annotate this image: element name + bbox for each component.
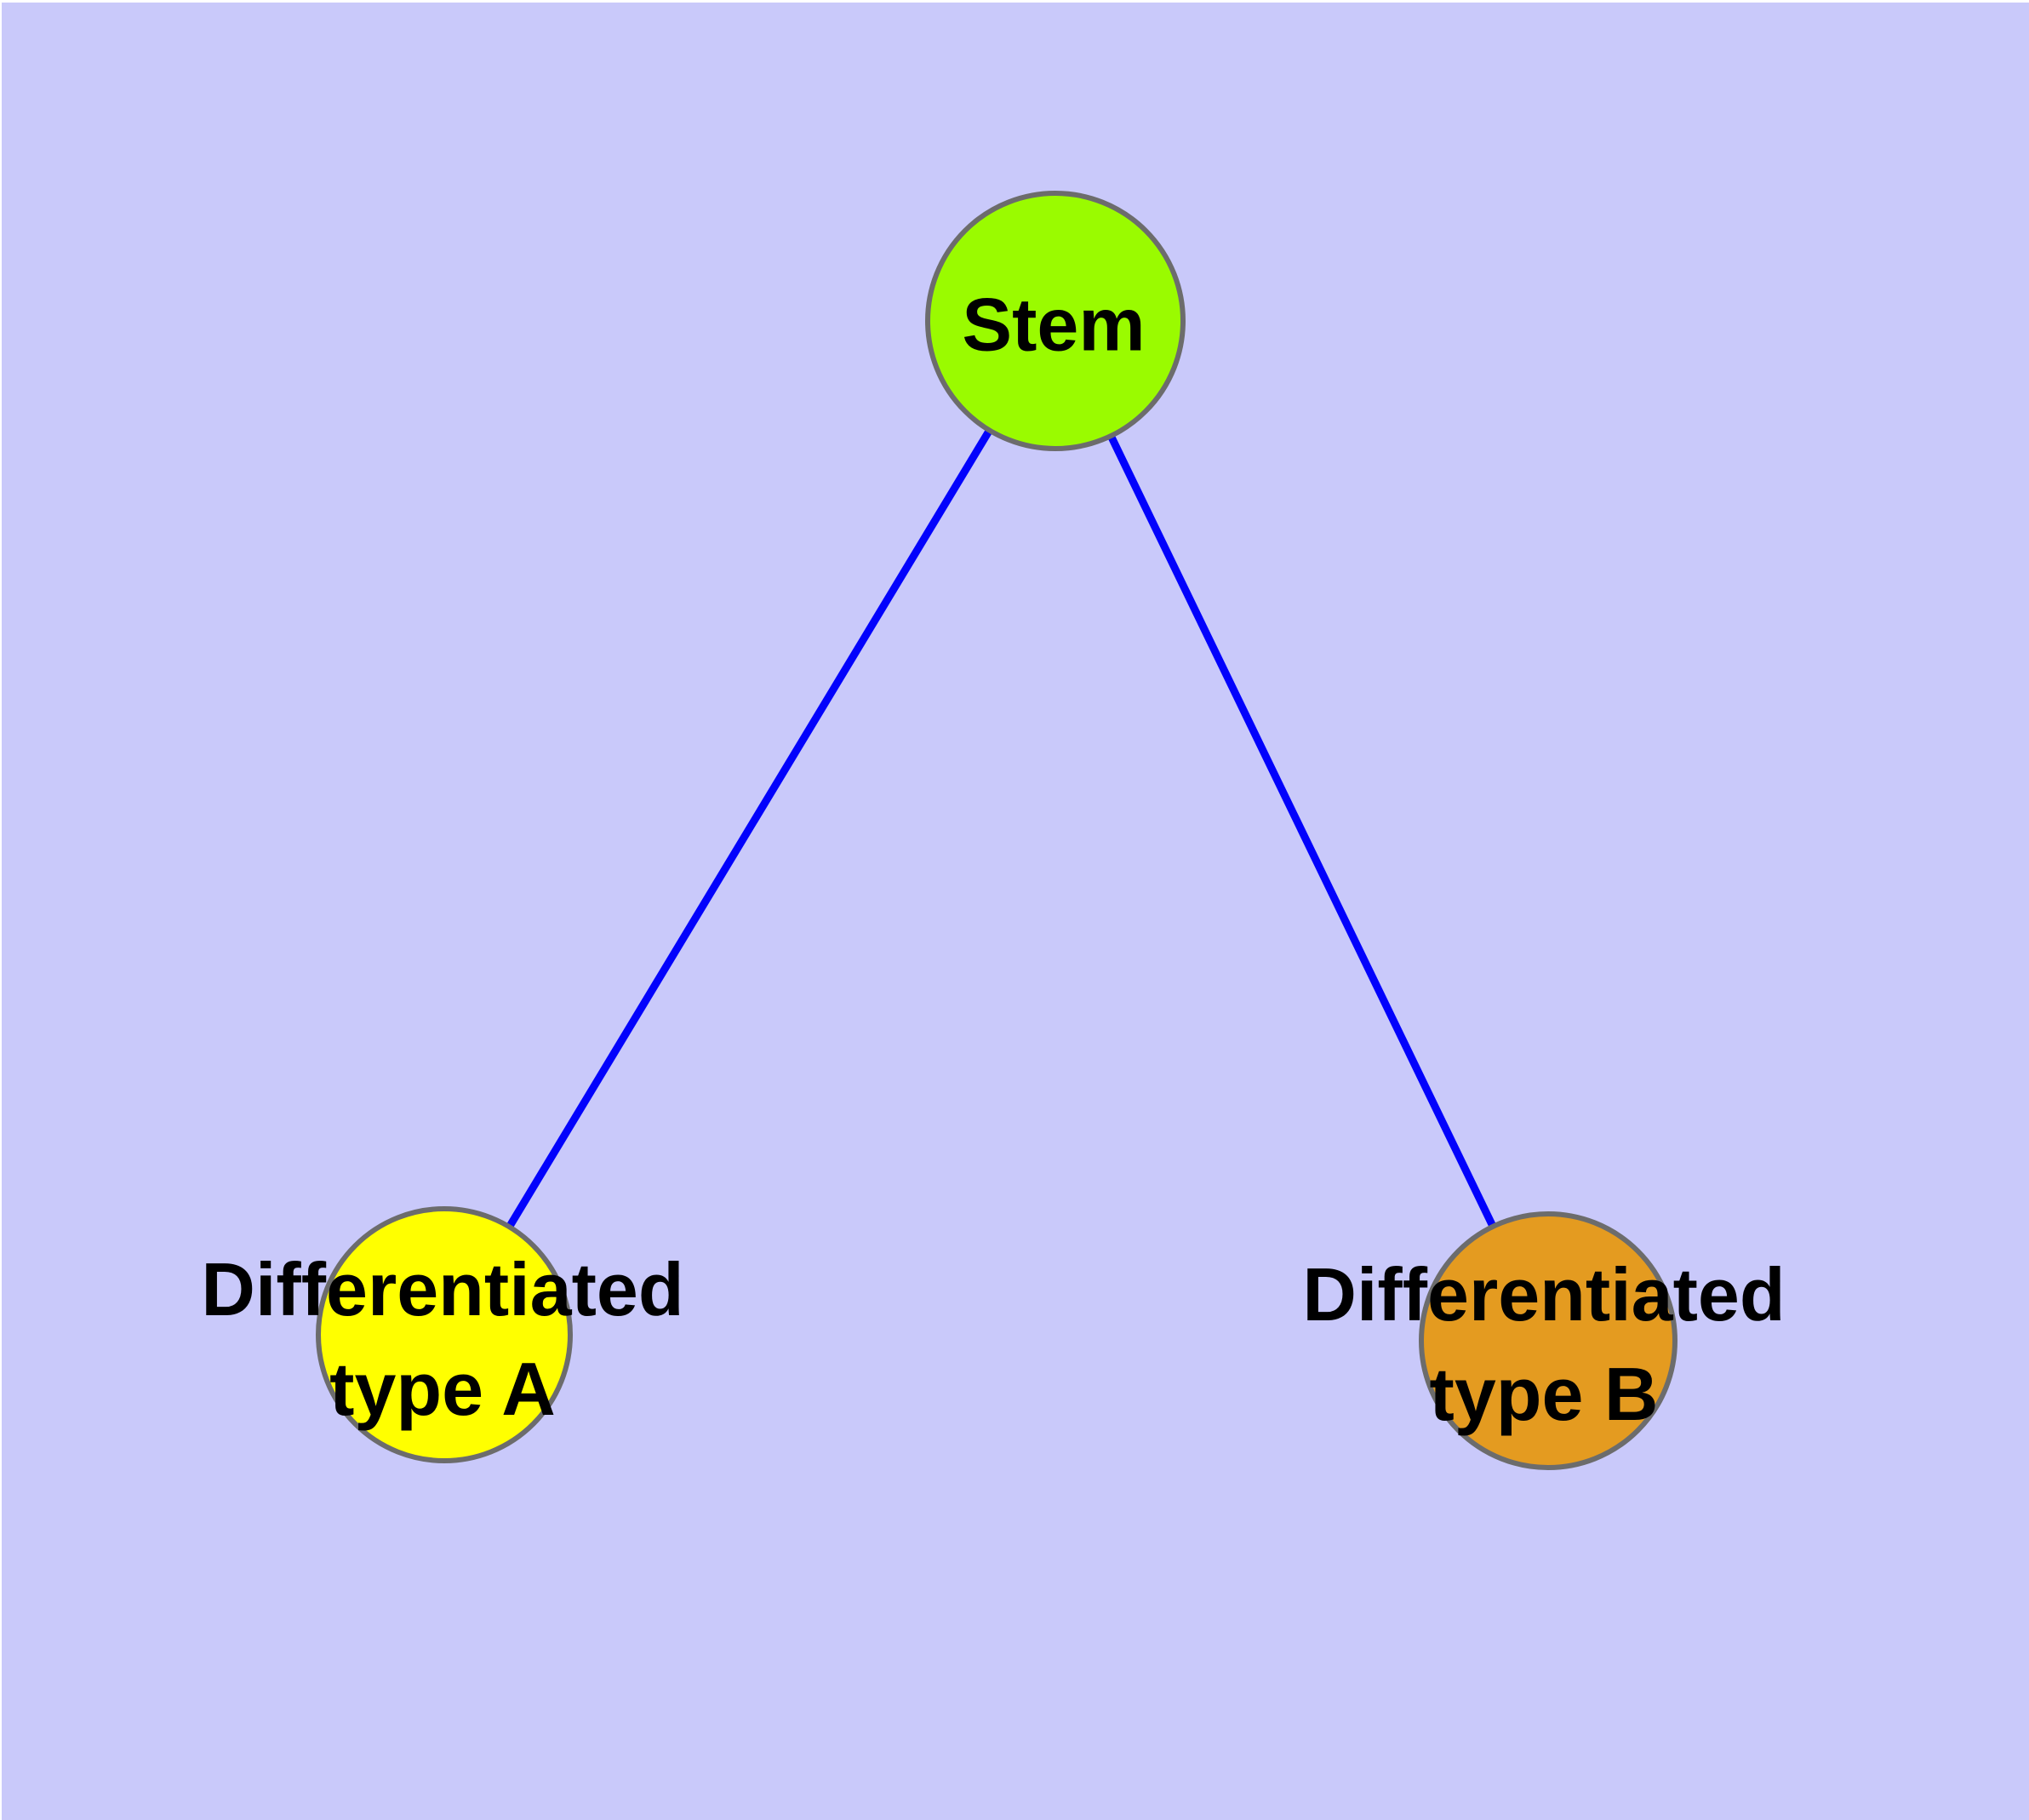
node-type-a-label: Differentiated type A — [201, 1239, 683, 1439]
node-type-a-circle — [316, 1206, 573, 1463]
diagram-canvas: Stem Differentiated type A Differentiate… — [2, 3, 2029, 1820]
node-type-a-label-line2: type A — [329, 1347, 556, 1431]
edge-stem-to-type-a — [441, 318, 1059, 1337]
edge-stem-to-type-b — [1051, 319, 1552, 1342]
node-stem-circle — [925, 191, 1186, 451]
node-type-a-label-line1: Differentiated — [201, 1247, 684, 1331]
node-type-b-label-line2: type B — [1429, 1352, 1659, 1436]
graph-svg — [316, 191, 1677, 1470]
node-stem-label: Stem — [962, 275, 1145, 375]
node-type-b-circle — [1419, 1211, 1677, 1470]
node-stem-label-text: Stem — [962, 282, 1146, 367]
node-type-b-label-line1: Differentiated — [1302, 1252, 1786, 1336]
node-type-b-label: Differentiated type B — [1302, 1245, 1785, 1444]
